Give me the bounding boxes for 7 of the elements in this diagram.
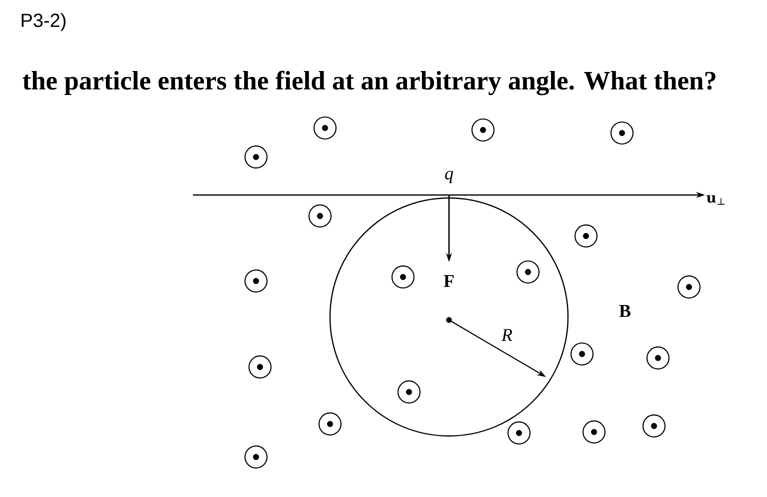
question-text: the particle enters the field at an arbitrary angle. What then? [22,70,716,96]
charge-label: q [445,170,454,184]
force-label: F [444,275,454,287]
radius-label: R [501,329,512,341]
field-label: B [619,305,630,317]
velocity-label: u$_{⊥}$ [706,195,725,205]
problem-number: P3-2) [22,13,66,31]
